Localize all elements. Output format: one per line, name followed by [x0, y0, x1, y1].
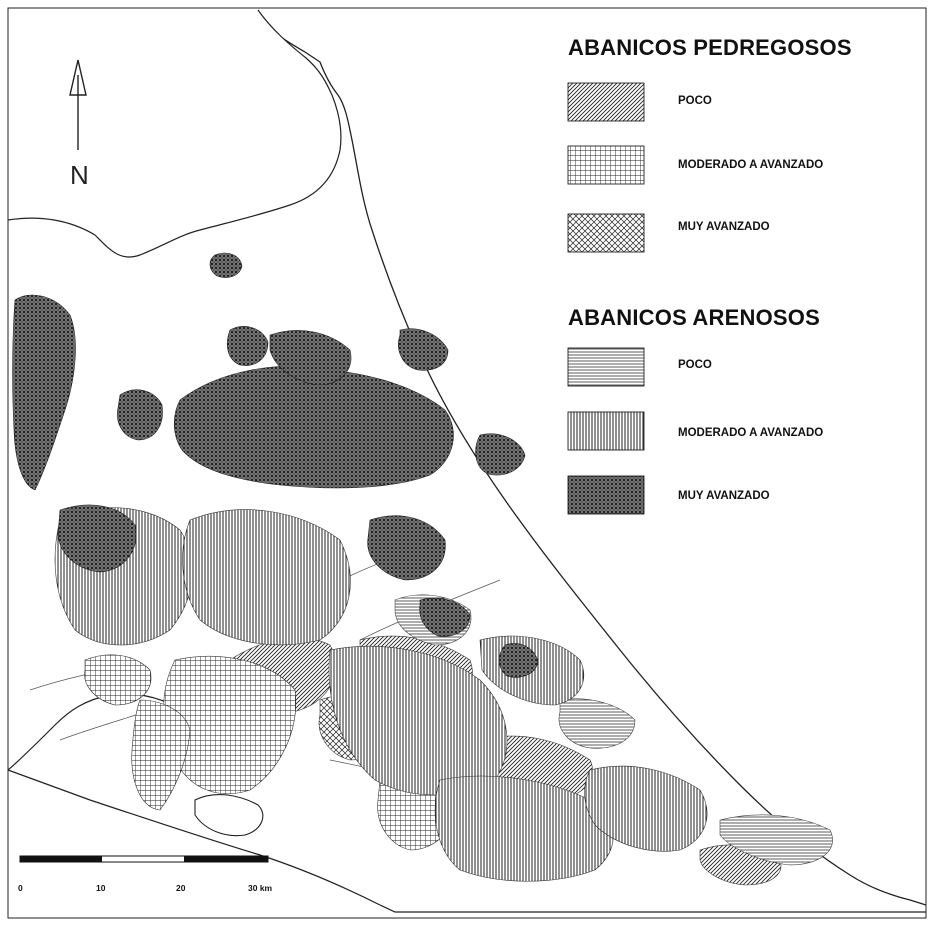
fan-pedregosos-moderado: [84, 654, 456, 851]
swatch-arenosos-moderado: [567, 411, 645, 451]
legend-label-pedregosos-muy-avanzado: MUY AVANZADO: [678, 221, 770, 233]
legend-title-arenosos: ABANICOS ARENOSOS: [568, 305, 820, 330]
scale-tick-20: 20: [176, 883, 186, 893]
southern-bay: [194, 794, 264, 837]
scale-tick-30: 30 km: [248, 883, 273, 893]
swatch-pedregosos-moderado: [567, 145, 645, 185]
north-letter: N: [70, 160, 89, 190]
coastline: [257, 9, 927, 906]
fan-arenosos-muy-avanzado: [12, 252, 539, 678]
legend-label-arenosos-muy-avanzado: MUY AVANZADO: [678, 490, 770, 502]
legend-label-arenosos-poco: POCO: [678, 359, 712, 371]
map-frame: [7, 7, 927, 919]
legend-label-pedregosos-poco: POCO: [678, 95, 712, 107]
swatch-pedregosos-muy-avanzado: [567, 213, 645, 253]
south-coast: [7, 769, 926, 913]
scale-tick-10: 10: [96, 883, 106, 893]
legend-title-pedregosos: ABANICOS PEDREGOSOS: [568, 35, 852, 60]
legend-label-arenosos-moderado: MODERADO A AVANZADO: [678, 427, 824, 439]
legend-swatches: [567, 82, 645, 515]
west-coast: [7, 693, 201, 771]
scale-bar: [19, 855, 269, 863]
north-arrow-icon: [69, 59, 87, 150]
swatch-arenosos-poco: [567, 347, 645, 387]
northern-headland: [7, 9, 342, 258]
scale-tick-0: 0: [18, 883, 23, 893]
fan-arenosos-poco: [394, 594, 833, 866]
swatch-arenosos-muy-avanzado: [567, 475, 645, 515]
legend-label-pedregosos-moderado: MODERADO A AVANZADO: [678, 159, 824, 171]
swatch-pedregosos-poco: [567, 82, 645, 122]
